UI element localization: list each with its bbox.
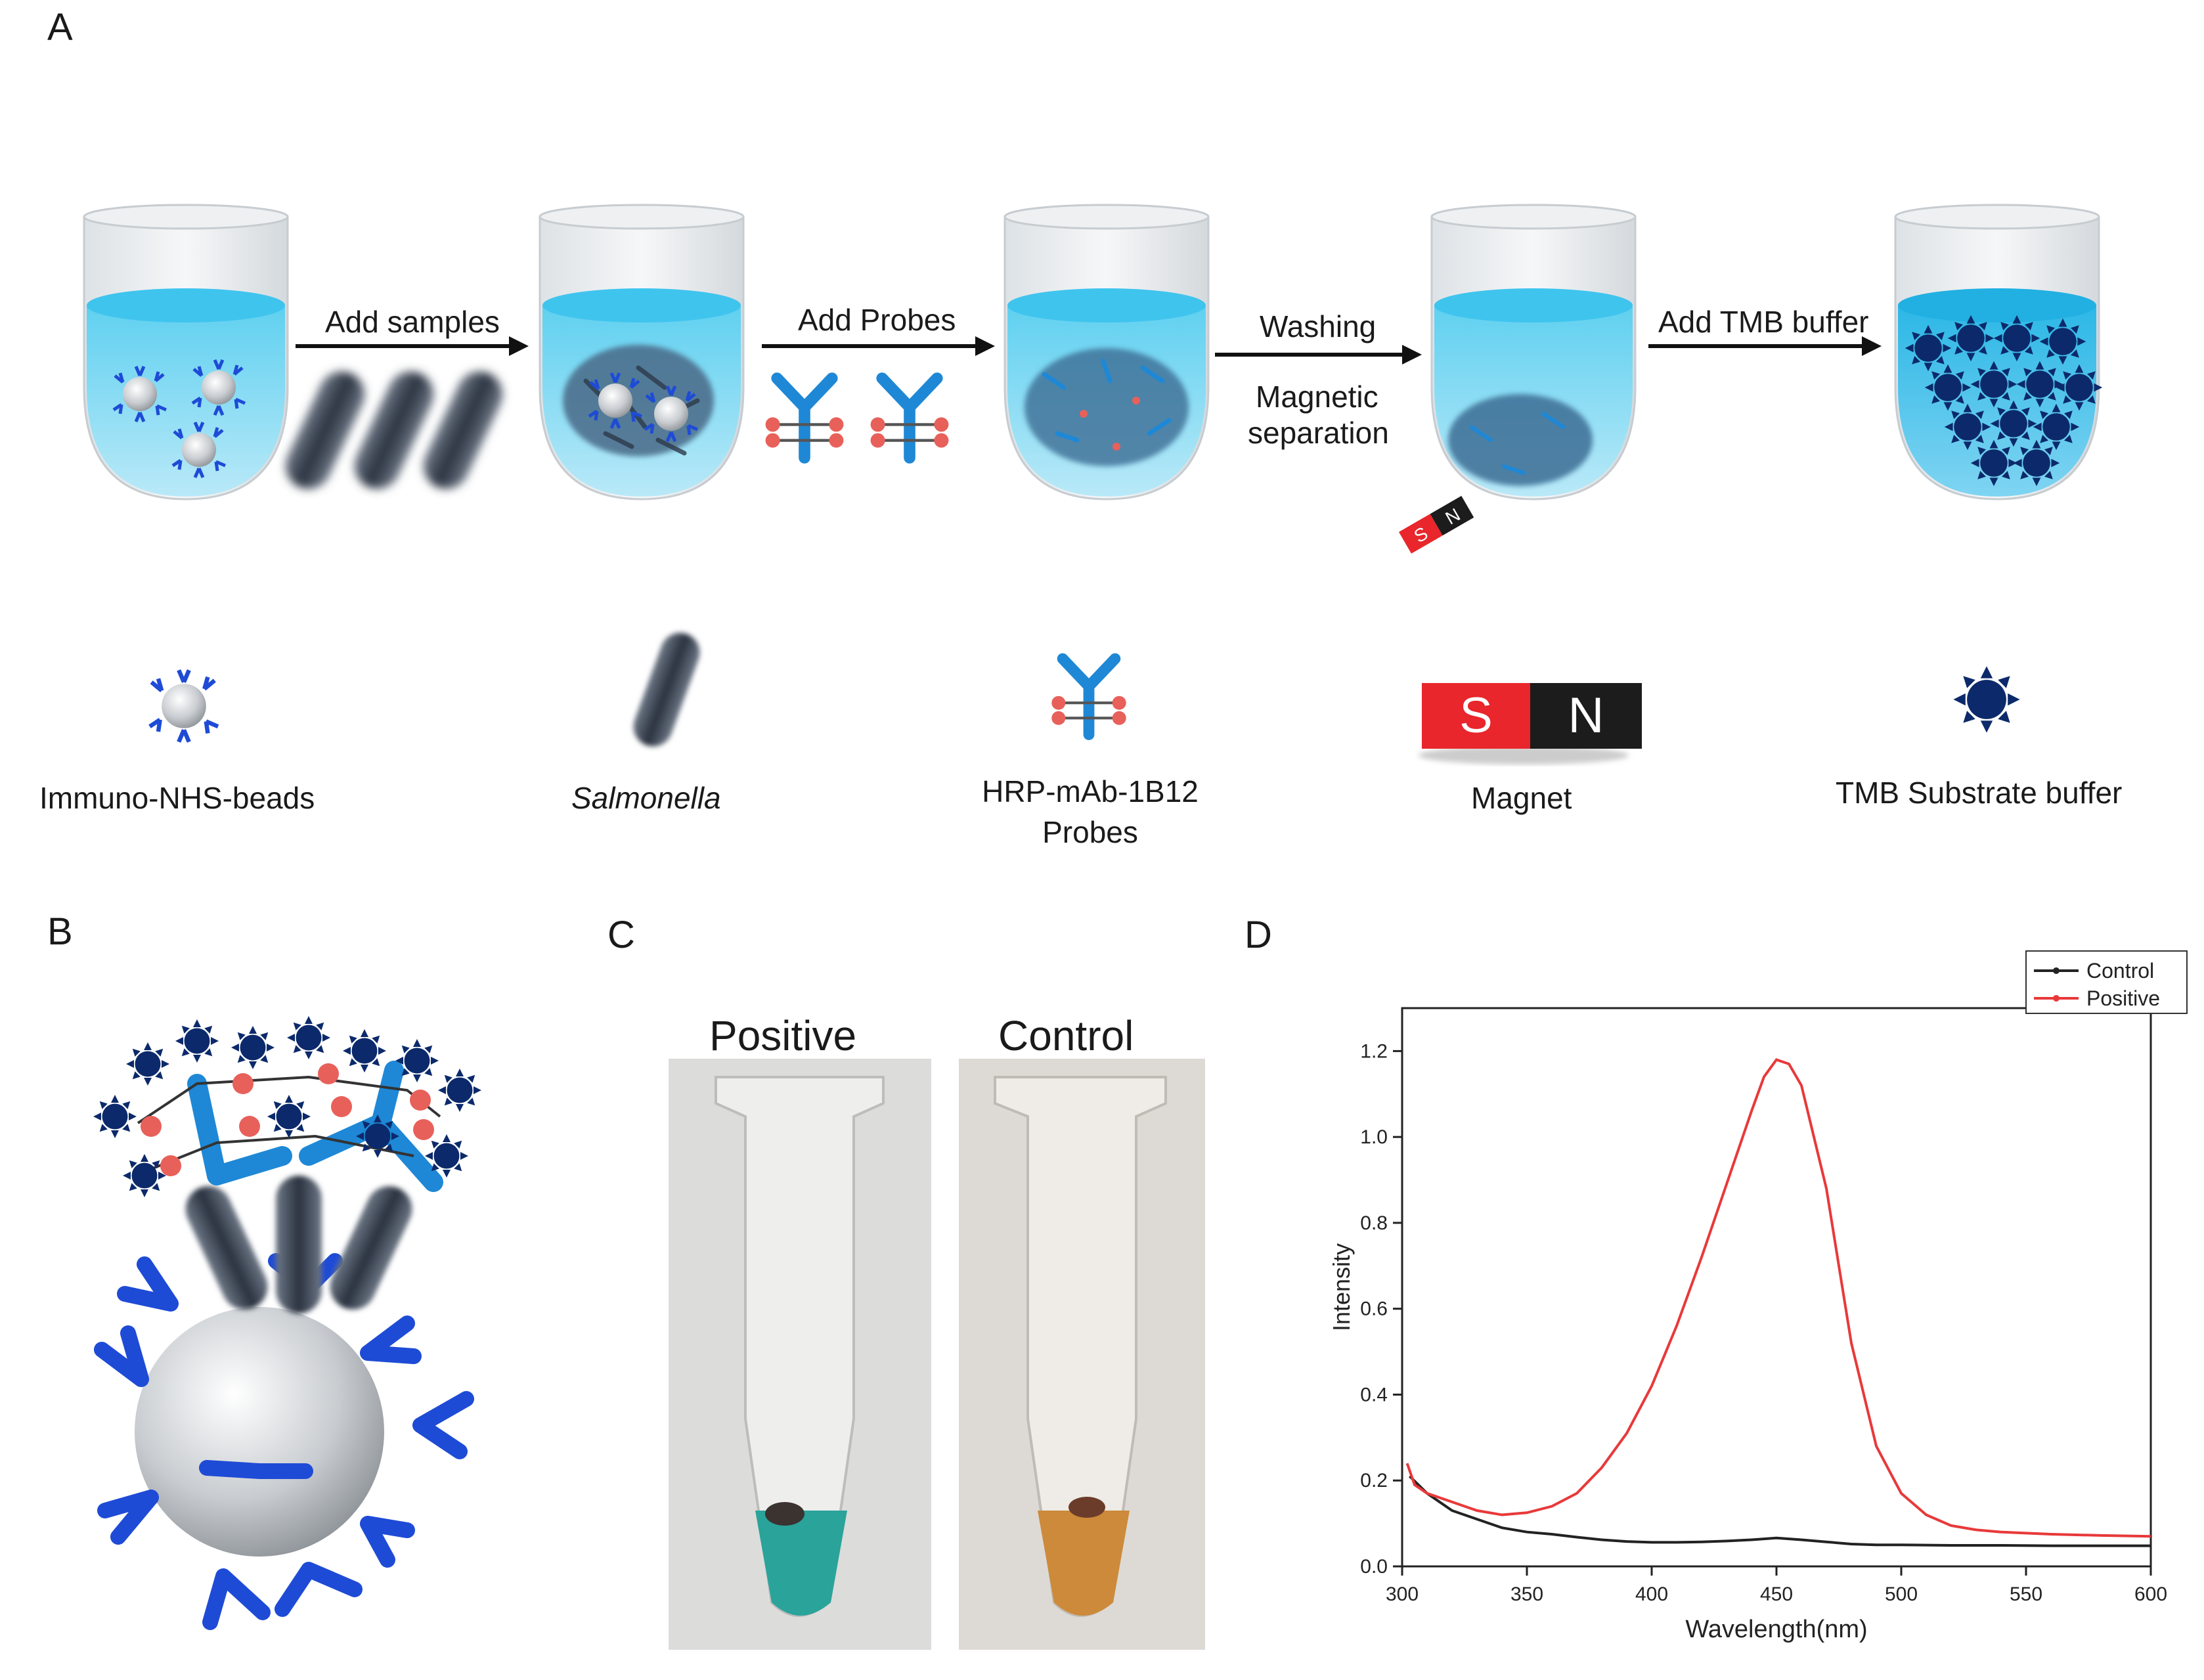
tube-4 — [1430, 204, 1637, 500]
panel-b-illustration — [93, 1016, 481, 1630]
step-separation: separation — [1248, 416, 1389, 450]
magnet-n-label: N — [1568, 688, 1604, 743]
legend-magnet-label: Magnet — [1471, 781, 1572, 815]
legend-marker-positive — [2053, 995, 2060, 1002]
x-tick-label: 300 — [1386, 1583, 1419, 1605]
tube-2 — [539, 204, 745, 500]
step-add-samples: Add samples — [325, 305, 500, 339]
step-washing: Washing — [1260, 309, 1377, 343]
y-tick-label: 0.2 — [1360, 1470, 1388, 1492]
legend-box — [2025, 950, 2188, 1014]
plot-frame — [1401, 1007, 2152, 1568]
x-axis-label: Wavelength(nm) — [1685, 1616, 1867, 1643]
salmonella-rods — [285, 371, 503, 489]
tube-control-label: Control — [998, 1012, 1134, 1059]
y-tick-label: 0.0 — [1360, 1556, 1388, 1578]
y-tick-label: 0.6 — [1360, 1298, 1388, 1320]
x-tick-label: 500 — [1885, 1583, 1918, 1605]
legend-marker-control — [2053, 967, 2060, 974]
x-tick-label: 600 — [2134, 1583, 2167, 1605]
panel-label-a: A — [47, 6, 73, 49]
legend-salmonella-label: Salmonella — [571, 781, 721, 815]
process-arrows — [296, 336, 1882, 365]
legend-magnet-icon — [1419, 683, 1642, 764]
step-add-probes: Add Probes — [798, 303, 956, 337]
x-tick-label: 550 — [2010, 1583, 2042, 1605]
y-tick-label: 0.4 — [1360, 1384, 1388, 1405]
x-tick-label: 350 — [1510, 1583, 1543, 1605]
legend-probes-label-1: HRP-mAb-1B12 — [982, 774, 1199, 808]
legend-beads-label: Immuno-NHS-beads — [39, 781, 315, 815]
y-tick-label: 1.2 — [1360, 1040, 1388, 1062]
y-axis-label: Intensity — [1328, 1243, 1355, 1331]
step-add-tmb: Add TMB buffer — [1658, 305, 1869, 339]
x-tick-label: 450 — [1760, 1583, 1793, 1605]
step-magnetic: Magnetic — [1256, 380, 1378, 414]
small-magnet: S N — [1399, 496, 1474, 554]
panel-label-d: D — [1245, 914, 1272, 956]
y-tick-label: 0.8 — [1360, 1212, 1388, 1234]
legend-salmonella-icon — [633, 632, 700, 747]
panel-label-c: C — [607, 914, 635, 956]
tube-5 — [1894, 204, 2103, 500]
y-tick-label: 1.0 — [1360, 1126, 1388, 1148]
tube-3 — [1003, 204, 1210, 500]
series-line-positive — [1405, 1058, 2151, 1538]
legend-label-control: Control — [2086, 959, 2154, 983]
x-tick-label: 400 — [1635, 1583, 1668, 1605]
panel-label-b: B — [47, 910, 73, 953]
magnet-s-label: S — [1459, 688, 1493, 743]
legend-label-positive: Positive — [2086, 986, 2160, 1010]
series-line-control — [1408, 1475, 2151, 1547]
panel-c-photos — [669, 1059, 1205, 1650]
legend-tmb-label: TMB Substrate buffer — [1836, 776, 2123, 810]
tube-positive-label: Positive — [709, 1012, 857, 1059]
legend-probes-label-2: Probes — [1042, 815, 1138, 849]
